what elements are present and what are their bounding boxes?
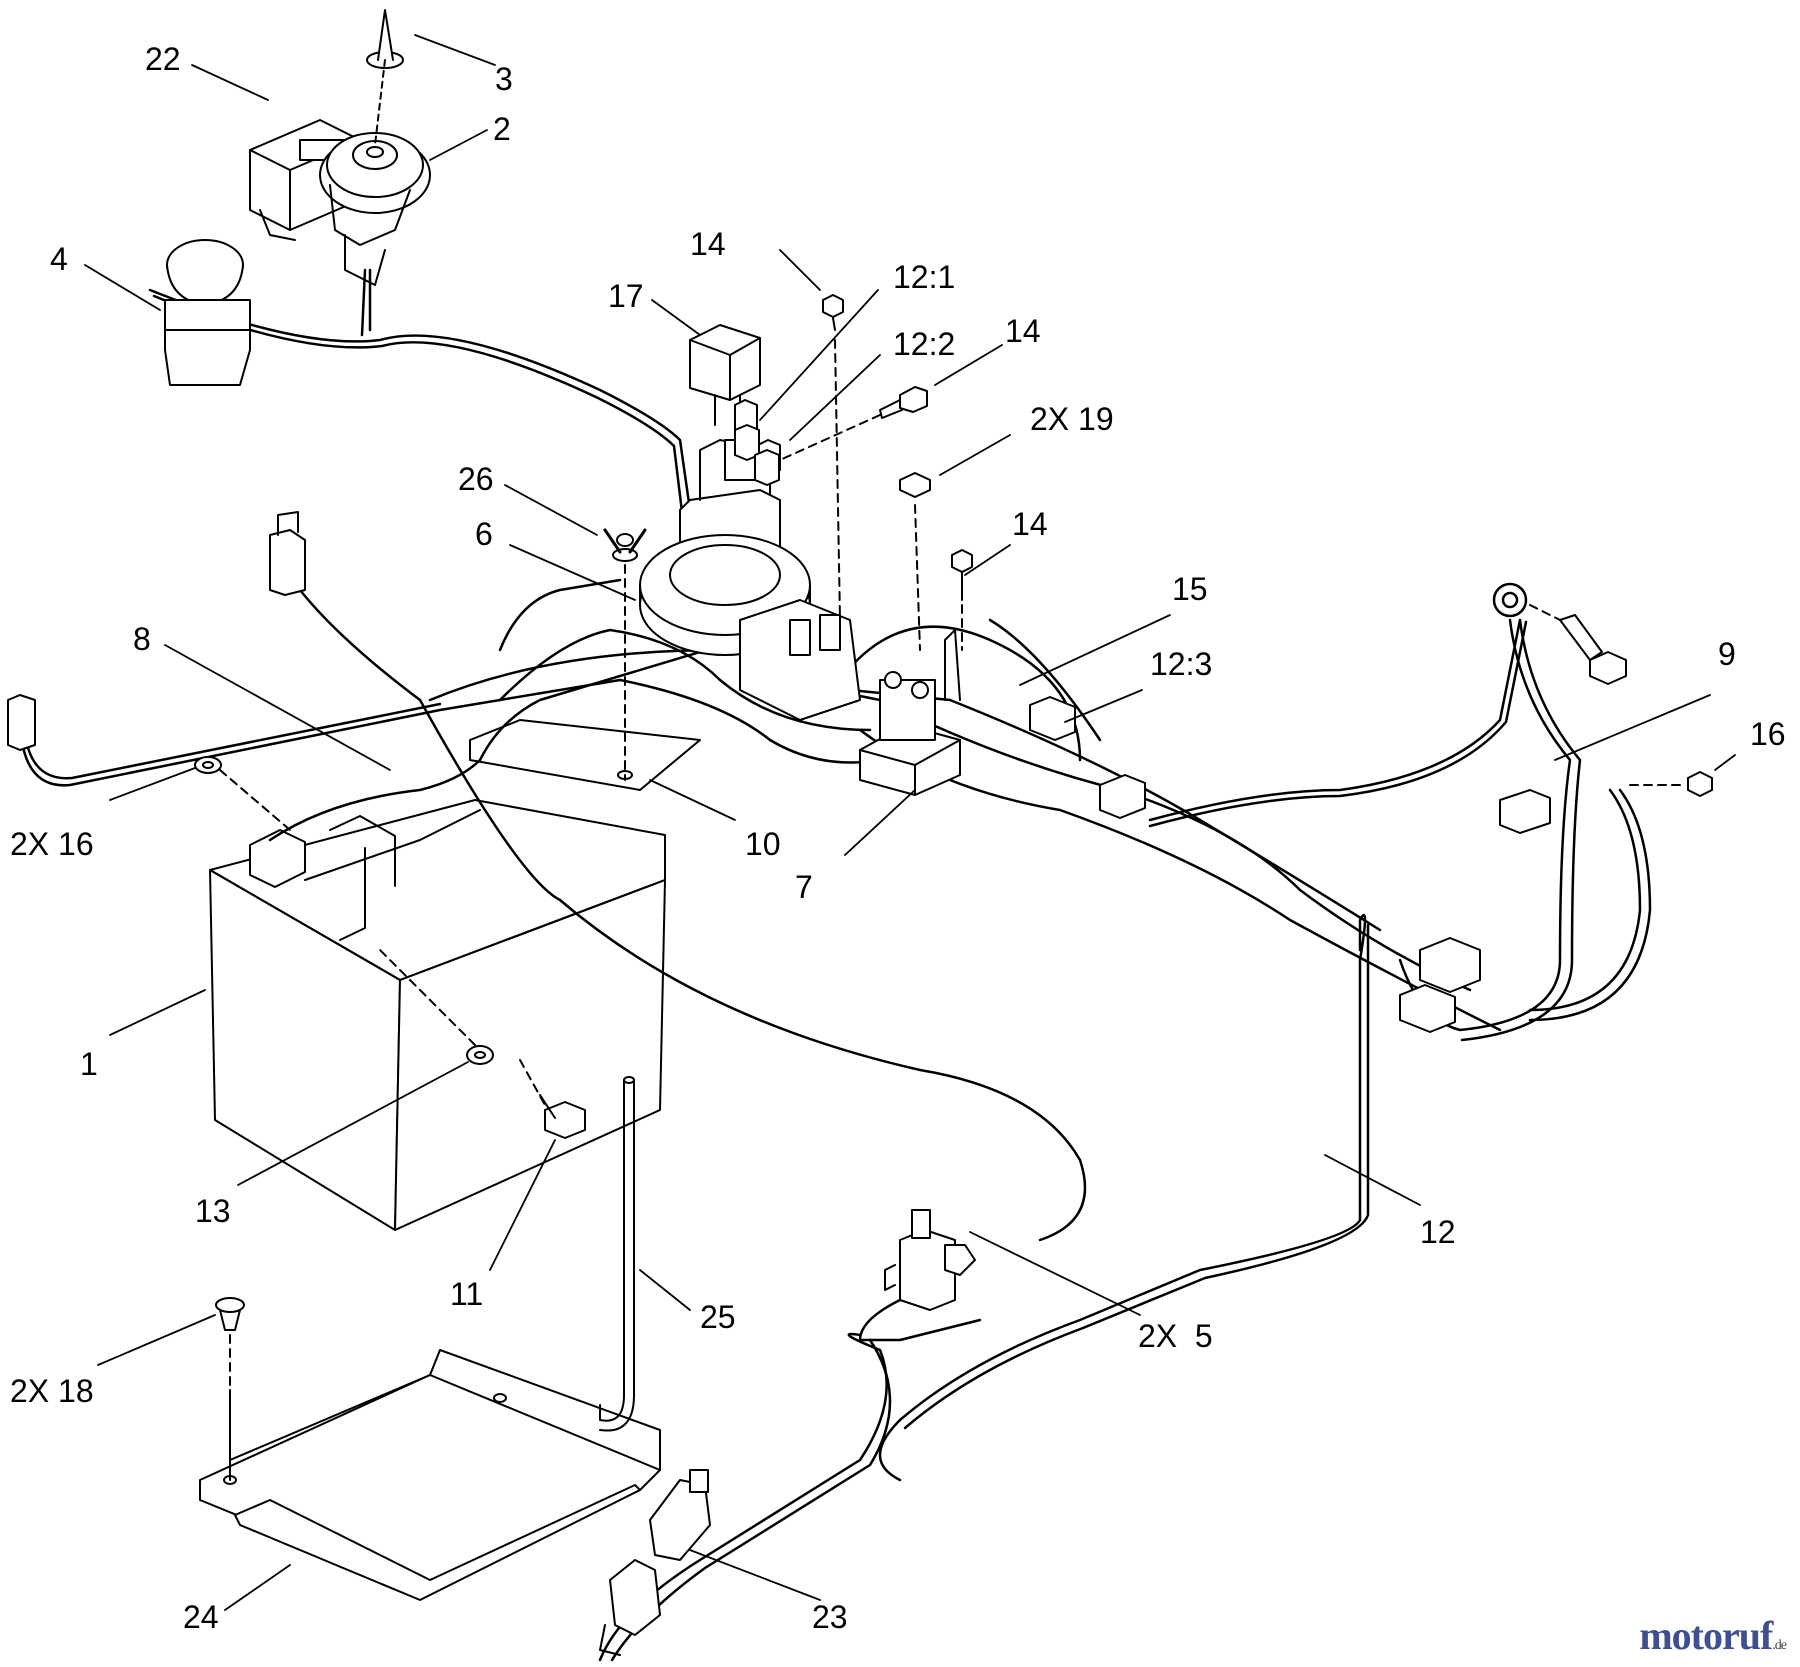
fuse-12-2 (754, 449, 780, 486)
callout-10: 10 (745, 826, 781, 862)
callout-16-right: 16 (1750, 716, 1786, 752)
callout-17: 17 (608, 278, 644, 314)
callout-23: 23 (812, 1599, 848, 1635)
callout-14-top: 14 (690, 226, 726, 262)
battery-cable (268, 618, 1102, 842)
fuse-bracket (739, 599, 861, 721)
callout-2: 2 (493, 111, 511, 147)
nut-16-right (1629, 771, 1713, 797)
callout-12-1: 12:1 (893, 259, 955, 295)
left-connector (7, 694, 36, 751)
callout-12-3: 12:3 (1150, 646, 1212, 682)
callout-15: 15 (1172, 571, 1208, 607)
connector-12-3 (1029, 696, 1076, 741)
callout-22: 22 (145, 41, 181, 77)
push-pin-18 (215, 1297, 245, 1476)
pto-switch-knob (164, 239, 251, 386)
callout-19: 2X 19 (1030, 401, 1114, 437)
callout-4: 4 (50, 241, 68, 277)
washer-left (194, 756, 291, 831)
battery-tray (199, 1349, 661, 1601)
callout-1: 1 (80, 1046, 98, 1082)
wing-nut (603, 528, 647, 781)
ignition-switch (319, 132, 431, 286)
bolt-14-top (822, 294, 844, 621)
callout-9: 9 (1718, 636, 1736, 672)
seat-switch (884, 1209, 976, 1311)
callout-labels: 22 3 2 4 14 12:1 17 12:2 14 2X 19 26 6 1… (10, 41, 1786, 1635)
ground-cable (1398, 582, 1652, 1042)
battery (209, 799, 666, 1231)
watermark-logo: motoruf.de (1639, 1613, 1787, 1658)
washer-13 (379, 949, 494, 1065)
ignition-key (366, 9, 404, 146)
relay (689, 324, 761, 431)
callout-18: 2X 18 (10, 1373, 94, 1409)
bolt-11 (519, 1059, 586, 1139)
callout-11: 11 (450, 1276, 483, 1312)
hold-down-rod (599, 1076, 635, 1432)
nut-19 (899, 472, 931, 651)
callout-8: 8 (133, 621, 151, 657)
callout-12-2: 12:2 (893, 326, 955, 362)
callout-3: 3 (495, 61, 513, 97)
starter-solenoid (859, 629, 961, 796)
leader-lines (84, 34, 1736, 1611)
callout-14-mid: 14 (1005, 313, 1041, 349)
main-harness (18, 268, 1528, 1662)
connector-plug (269, 511, 306, 596)
callout-7: 7 (795, 869, 813, 905)
callout-5: 2X 5 (1138, 1318, 1213, 1354)
callout-25: 25 (700, 1299, 736, 1335)
bolt-14-lower (951, 549, 973, 651)
hold-down-bracket (469, 719, 701, 791)
callout-6: 6 (475, 516, 493, 552)
right-connectors (1099, 774, 1551, 1033)
callout-16-left: 2X 16 (10, 826, 94, 862)
bolt-14-mid (779, 386, 928, 461)
interlock-switch (599, 1469, 711, 1656)
ground-bolt (1529, 604, 1627, 685)
callout-14-lower: 14 (1012, 506, 1048, 542)
callout-24: 24 (183, 1599, 219, 1635)
callout-13: 13 (195, 1193, 231, 1229)
callout-12: 12 (1420, 1214, 1456, 1250)
callout-26: 26 (458, 461, 494, 497)
